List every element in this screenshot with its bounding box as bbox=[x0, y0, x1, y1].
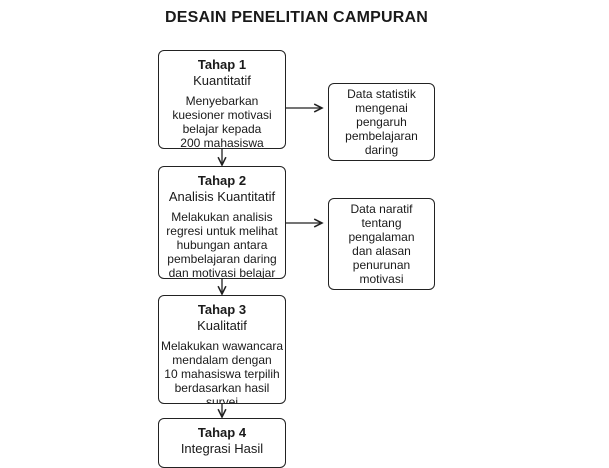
stage-subtitle: Kualitatif bbox=[197, 318, 247, 333]
output-text: tentang bbox=[361, 216, 402, 230]
stage-text: regresi untuk melihat bbox=[166, 224, 278, 238]
output-2-box: Data naratif tentang pengalaman dan alas… bbox=[328, 198, 435, 290]
stage-subtitle: Kuantitatif bbox=[193, 73, 251, 88]
stage-text: Melakukan wawancara bbox=[160, 339, 284, 353]
output-text: pengalaman bbox=[348, 230, 415, 244]
stage-text: hubungan antara bbox=[176, 238, 268, 252]
stage-text: pembelajaran daring bbox=[167, 252, 277, 266]
output-text: Data statistik bbox=[347, 87, 416, 101]
output-text: motivasi bbox=[359, 272, 404, 286]
output-text: daring bbox=[364, 143, 399, 157]
stage-text: belajar kepada bbox=[182, 122, 262, 136]
stage-text: mendalam dengan bbox=[172, 353, 272, 367]
stage-2-box: Tahap 2 Analisis Kuantitatif Melakukan a… bbox=[158, 166, 286, 279]
diagram-title: DESAIN PENELITIAN CAMPURAN bbox=[165, 9, 428, 26]
output-text: pembelajaran bbox=[345, 129, 418, 143]
stage-3-box: Tahap 3 Kualitatif Melakukan wawancara m… bbox=[158, 295, 286, 404]
stage-text: Melakukan analisis bbox=[171, 210, 273, 224]
stage-text: 10 mahasiswa terpilih bbox=[164, 367, 280, 381]
stage-heading: Tahap 1 bbox=[197, 57, 247, 72]
stage-text: berdasarkan hasil bbox=[174, 381, 270, 395]
stage-4-box: Tahap 4 Integrasi Hasil bbox=[158, 418, 286, 468]
output-1-box: Data statistik mengenai pengaruh pembela… bbox=[328, 83, 435, 161]
output-text: Data naratif bbox=[350, 202, 413, 216]
stage-heading: Tahap 3 bbox=[197, 302, 247, 317]
stage-text: Menyebarkan bbox=[185, 94, 259, 108]
stage-heading: Tahap 4 bbox=[197, 425, 247, 440]
output-text: mengenai bbox=[355, 101, 408, 115]
stage-heading: Tahap 2 bbox=[197, 173, 247, 188]
stage-subtitle: Analisis Kuantitatif bbox=[168, 189, 276, 204]
stage-text: survei bbox=[205, 395, 238, 404]
stage-subtitle: Integrasi Hasil bbox=[180, 441, 264, 456]
stage-text: kuesioner motivasi bbox=[172, 108, 272, 122]
output-text: penurunan bbox=[352, 258, 411, 272]
output-text: dan alasan bbox=[352, 244, 411, 258]
stage-text: 200 mahasiswa bbox=[180, 136, 264, 149]
stage-text: dan motivasi belajar bbox=[168, 266, 276, 279]
stage-1-box: Tahap 1 Kuantitatif Menyebarkan kuesione… bbox=[158, 50, 286, 149]
output-text: pengaruh bbox=[356, 115, 407, 129]
